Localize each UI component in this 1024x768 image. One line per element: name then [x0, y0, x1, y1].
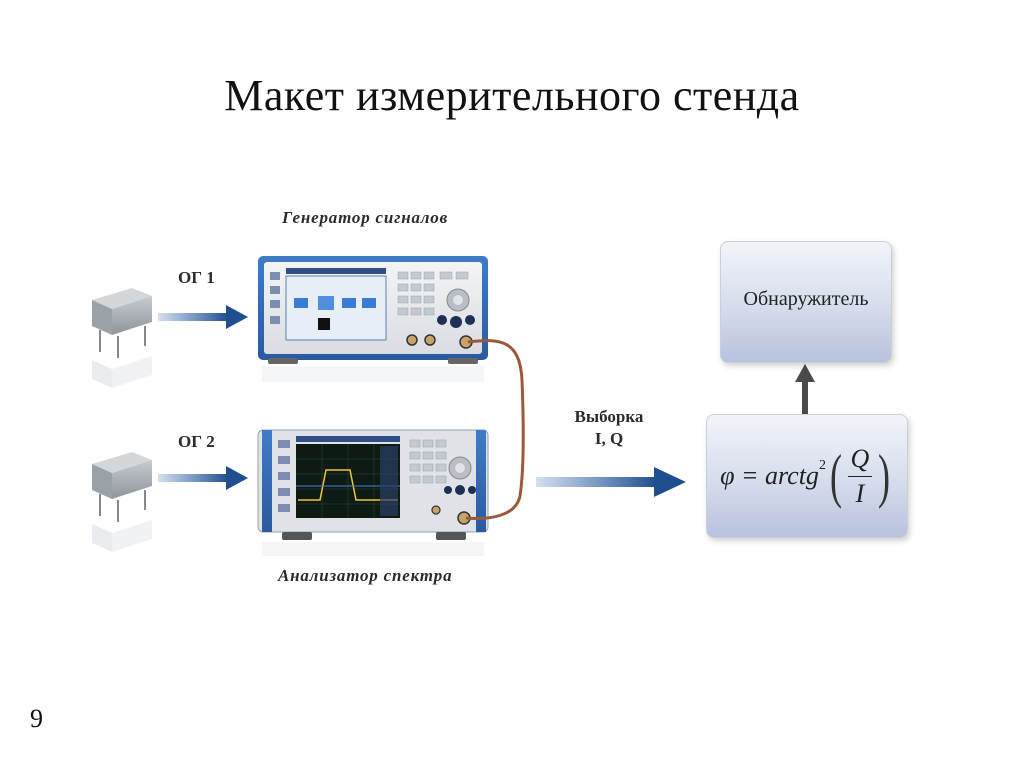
oscillator-2-label: ОГ 2	[178, 432, 215, 451]
page-number: 9	[30, 704, 43, 733]
formula-left-paren: (	[829, 443, 842, 509]
formula-right-paren: )	[877, 443, 890, 509]
arrow-osc1-to-generator	[158, 305, 248, 329]
sample-label-line-1: Выборка	[574, 407, 644, 426]
detector-label: Обнаружитель	[743, 288, 869, 310]
sample-label: Выборка I, Q	[549, 406, 669, 450]
rf-cable	[465, 339, 525, 520]
oscillator-2-icon	[92, 452, 152, 552]
formula-denominator: I	[855, 478, 865, 508]
detector-block: Обнаружитель	[720, 241, 892, 363]
formula-fraction: Q I	[847, 443, 872, 509]
arrow-formula-to-detector	[795, 364, 815, 414]
arrow-analyzer-to-formula	[536, 467, 686, 497]
formula-numerator: Q	[850, 443, 870, 473]
signal-generator-icon	[258, 256, 488, 382]
analyzer-caption: Анализатор спектра	[278, 566, 453, 585]
spectrum-analyzer-icon	[257, 429, 489, 556]
fraction-bar	[847, 475, 872, 477]
slide-title: Макет измерительного стенда	[224, 71, 800, 120]
oscillator-1-icon	[92, 288, 152, 388]
oscillator-1-label: ОГ 1	[178, 268, 215, 287]
formula-power: 2	[818, 458, 826, 473]
arrow-osc2-to-analyzer	[158, 466, 248, 490]
generator-caption: Генератор сигналов	[282, 208, 448, 227]
formula-lhs: φ = arctg	[720, 461, 819, 490]
sample-label-line-2: I, Q	[594, 429, 624, 448]
